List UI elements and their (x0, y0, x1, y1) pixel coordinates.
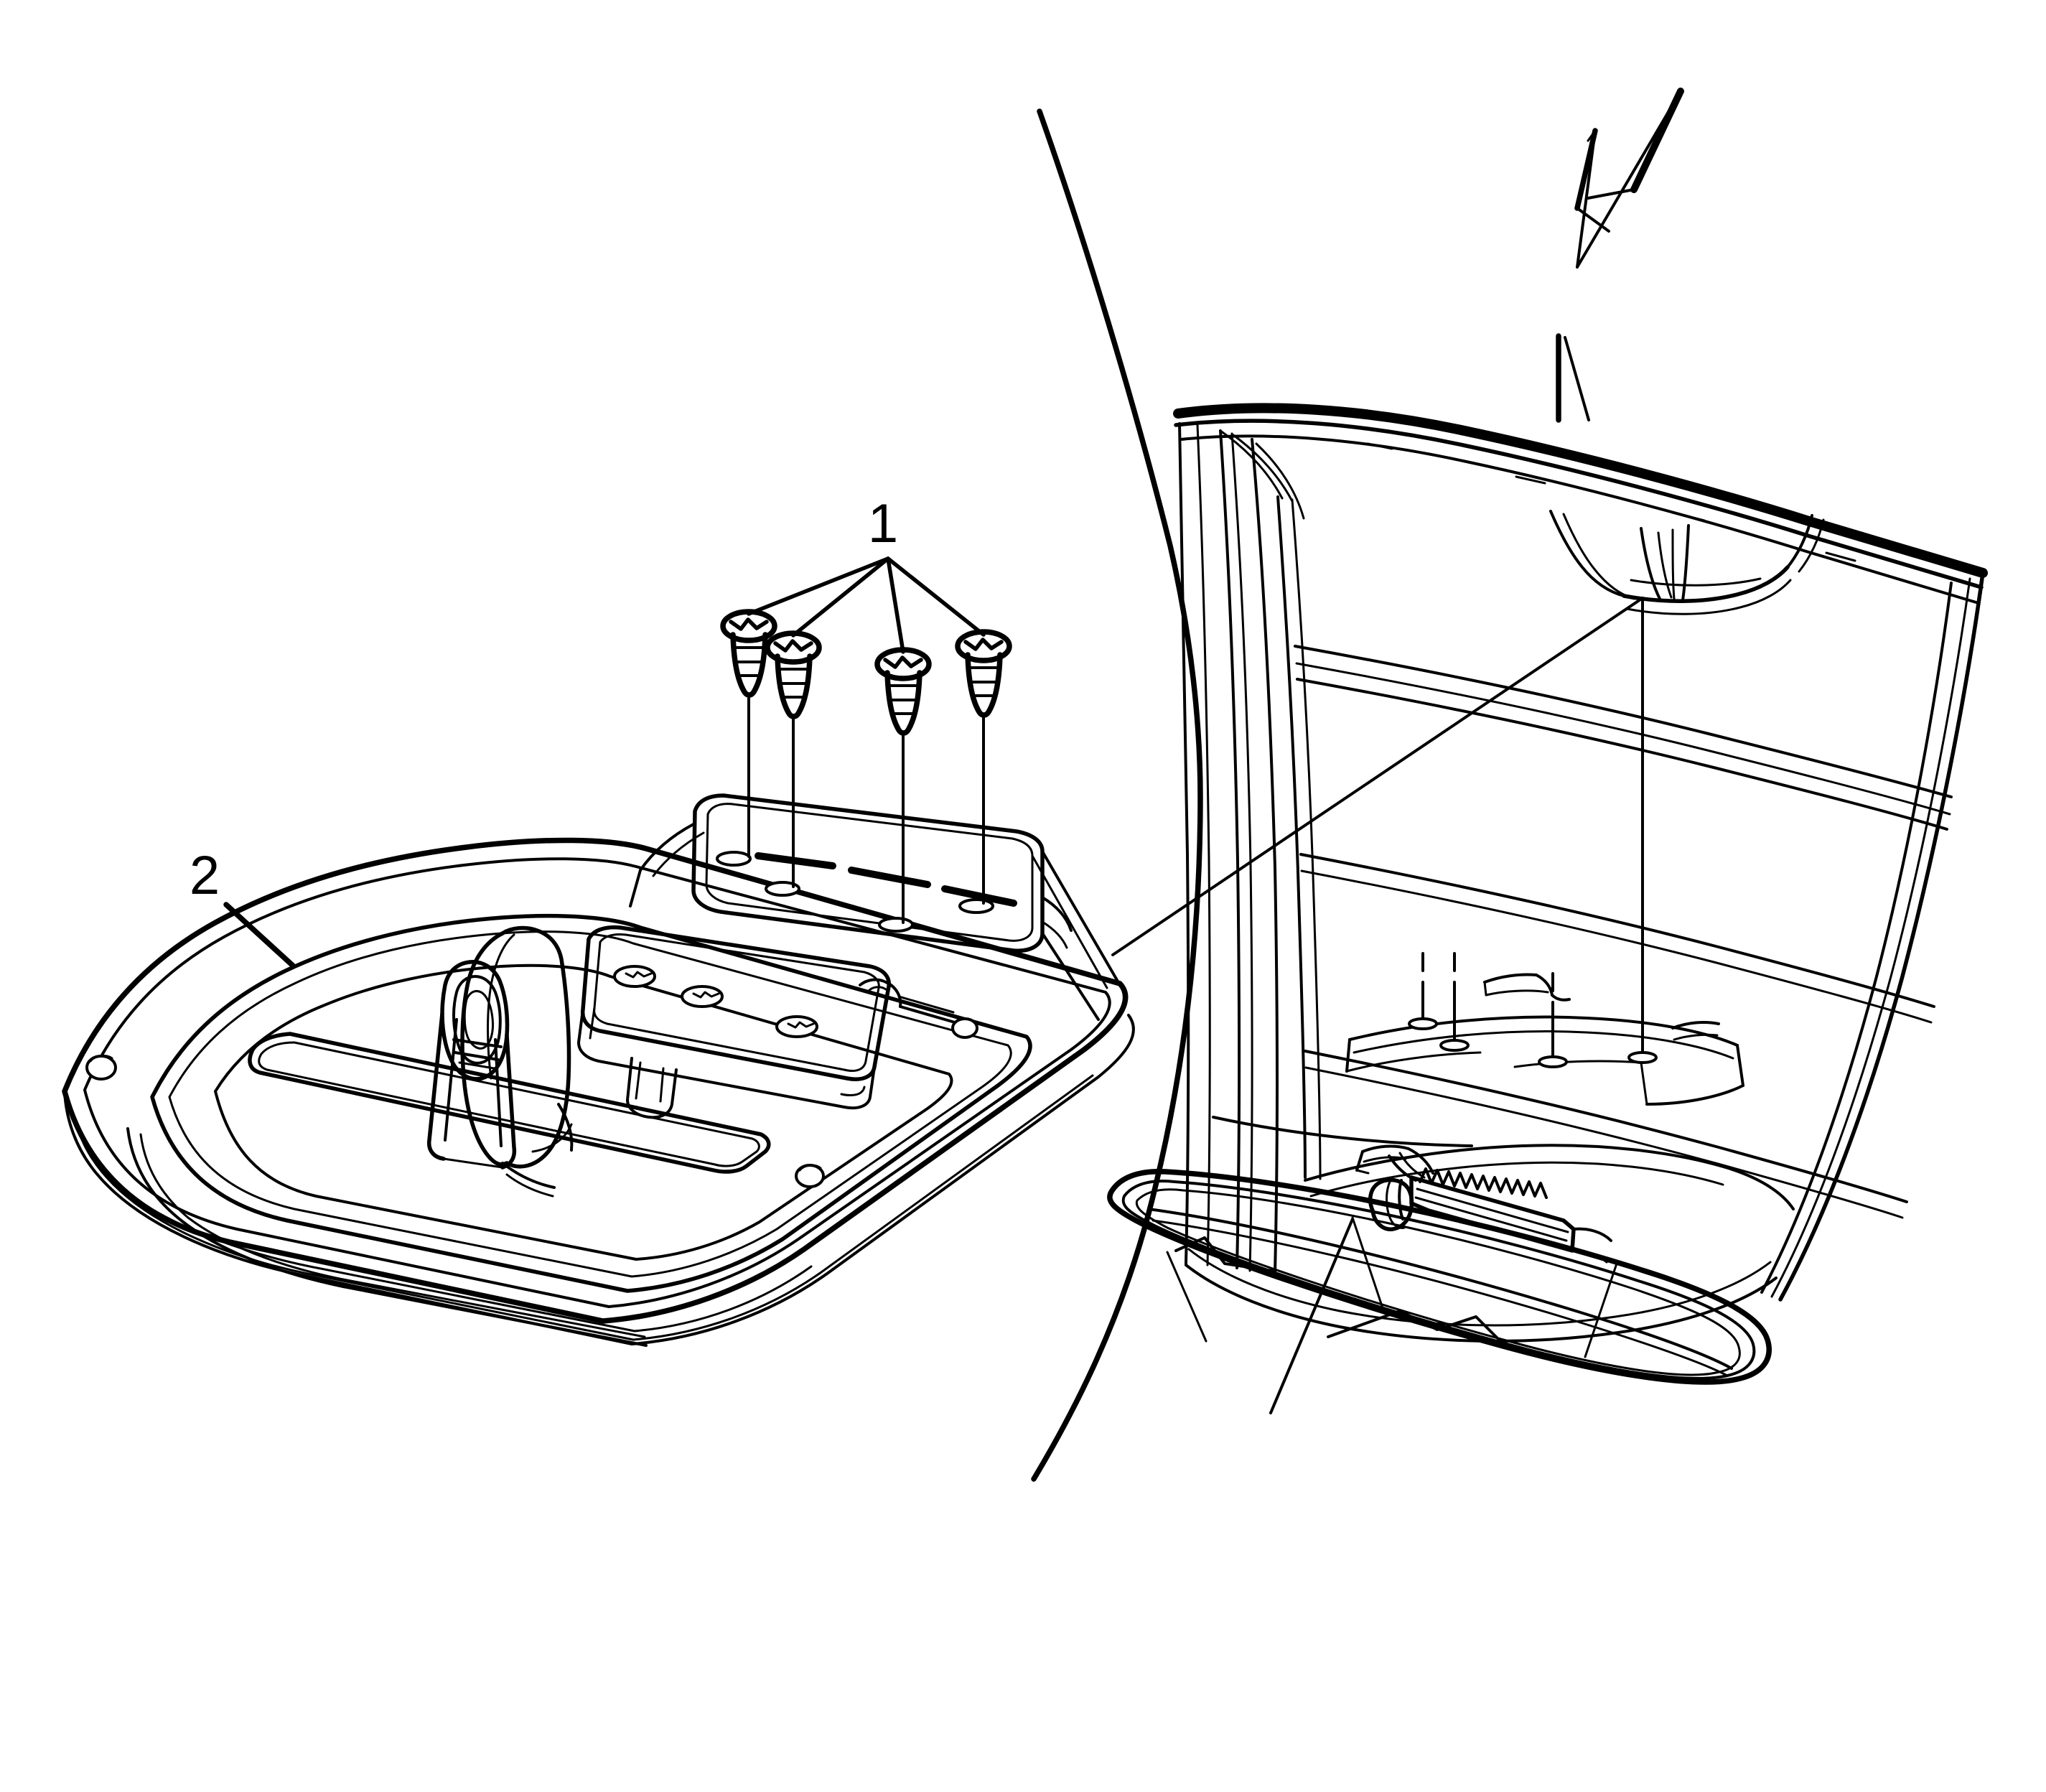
console-front-lip-ridges (126, 1127, 648, 1347)
console-interior-rib (248, 1032, 771, 1174)
console-inner-bezel (150, 913, 1032, 1293)
mirror-installation-leader (1111, 597, 1644, 956)
console-screws (720, 609, 1012, 924)
callout-1-leader-lines (747, 556, 986, 654)
console-lamp-lens-panel (577, 925, 891, 1119)
screw-3 (874, 647, 932, 924)
console-interior-cavity (214, 963, 953, 1261)
headliner-left-flank (1178, 422, 1305, 1275)
callout-1-number: 1 (868, 493, 898, 554)
callout-2: 2 (190, 845, 296, 969)
headliner-rib-seams (1294, 645, 1953, 1219)
inside-rearview-mirror (1107, 1152, 1772, 1414)
headliner-inner-panel (1276, 495, 1985, 1302)
screw-1 (720, 609, 777, 858)
wiring-harness-connector (1355, 1144, 1612, 1264)
callout-2-leader-line (223, 902, 296, 969)
console-rear-latch-clip (859, 978, 978, 1039)
console-rear-flap (1031, 850, 1121, 1021)
callout-1: 1 (747, 493, 986, 654)
mirror-mount-pocket (1549, 510, 1825, 615)
headliner-assembly (1031, 108, 1988, 1482)
callout-2-number: 2 (190, 845, 220, 906)
headliner-front-edge (1173, 403, 1988, 605)
headliner-console-recess (1304, 973, 1795, 1210)
installation-direction-arrows (1556, 88, 1684, 423)
screw-4 (955, 629, 1012, 905)
windshield-edge-curve (1031, 108, 1203, 1482)
screw-2 (765, 630, 822, 888)
console-lens-fasteners (613, 965, 818, 1038)
alignment-guide-pins (1408, 597, 1658, 1068)
console-rim-bosses (85, 1055, 825, 1188)
